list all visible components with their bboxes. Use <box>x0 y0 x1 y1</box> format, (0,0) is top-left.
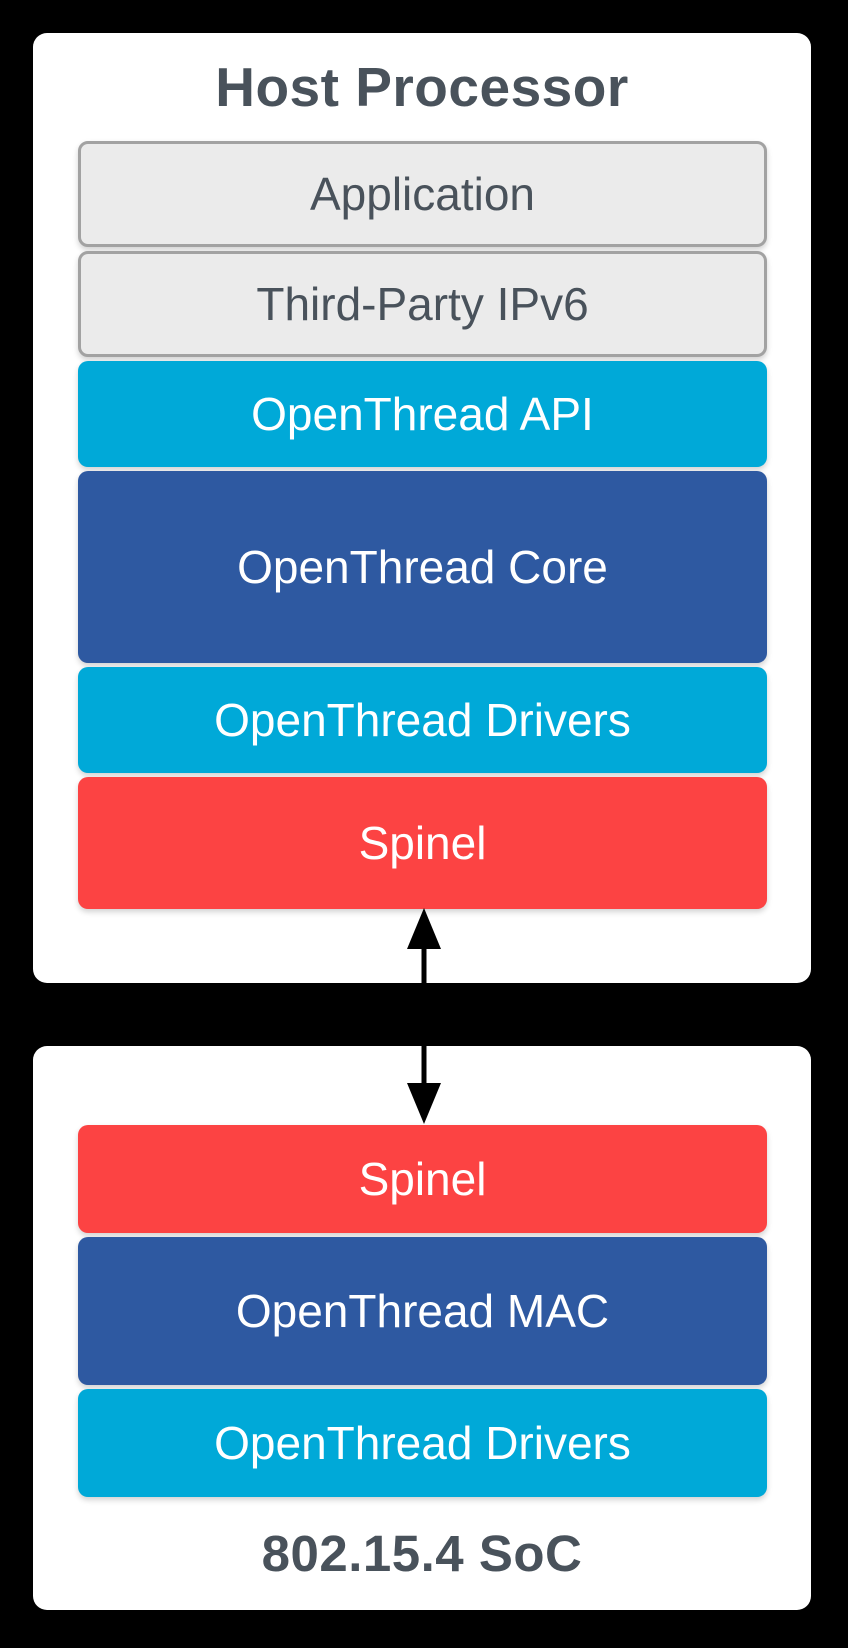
layer-label: OpenThread MAC <box>235 1285 610 1337</box>
layer-label: Spinel <box>358 817 487 869</box>
host-processor-title: Host Processor <box>215 56 629 118</box>
layer-label: OpenThread API <box>251 388 594 440</box>
layer-third-party-ipv6: Third-Party IPv6 <box>78 251 767 357</box>
layer-spinel-soc: Spinel <box>78 1125 767 1233</box>
layer-label: OpenThread Drivers <box>214 1417 631 1469</box>
layer-label: OpenThread Drivers <box>214 694 631 746</box>
host-processor-panel: Host Processor Application Third-Party I… <box>33 33 811 983</box>
layer-application: Application <box>78 141 767 247</box>
layer-openthread-drivers-host: OpenThread Drivers <box>78 667 767 773</box>
arrow-down-head <box>407 1083 441 1124</box>
layer-openthread-core: OpenThread Core <box>78 471 767 663</box>
layer-openthread-mac: OpenThread MAC <box>78 1237 767 1385</box>
layer-label: Application <box>309 168 536 220</box>
soc-title: 802.15.4 SoC <box>261 1525 583 1582</box>
layer-label: Third-Party IPv6 <box>256 278 589 330</box>
layer-openthread-drivers-soc: OpenThread Drivers <box>78 1389 767 1497</box>
bidirectional-arrow-icon <box>407 908 441 1124</box>
host-layer-stack: Application Third-Party IPv6 OpenThread … <box>78 141 767 913</box>
soc-layer-stack: Spinel OpenThread MAC OpenThread Drivers <box>78 1125 767 1501</box>
soc-panel: Spinel OpenThread MAC OpenThread Drivers… <box>33 1046 811 1610</box>
arrow-shaft <box>421 946 427 1086</box>
layer-spinel-host: Spinel <box>78 777 767 909</box>
arrow-up-head <box>407 908 441 949</box>
layer-label: Spinel <box>358 1153 487 1205</box>
layer-label: OpenThread Core <box>237 541 608 593</box>
layer-openthread-api: OpenThread API <box>78 361 767 467</box>
